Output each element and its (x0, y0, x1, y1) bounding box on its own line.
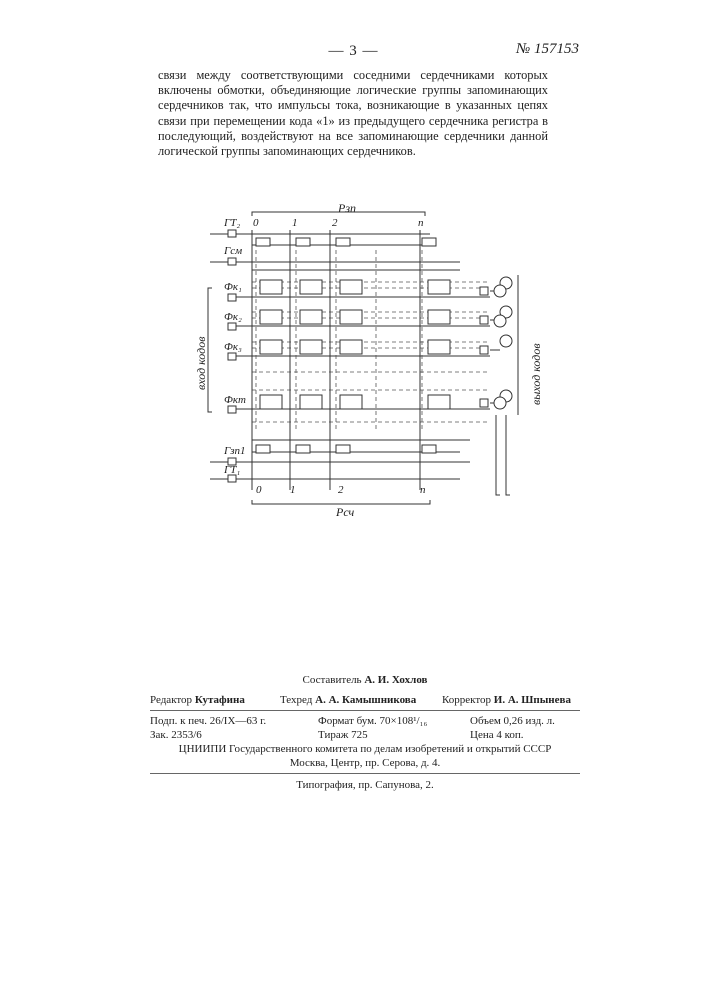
run: Тираж 725 (318, 729, 368, 741)
compiler-line: Составитель А. И. Хохлов (150, 674, 580, 686)
output-label: выход кодов (529, 343, 543, 405)
price: Цена 4 коп. (470, 729, 524, 741)
corrector: Корректор И. А. Шпынева (442, 694, 571, 706)
bottom-register-label: Рсч (335, 505, 354, 519)
label-gsm: Гсм (223, 245, 242, 257)
col-bottom-n: n (420, 484, 426, 496)
col-bottom-2: 2 (338, 484, 344, 496)
label-gzp1: Гзп1 (223, 445, 246, 457)
label-fkm: Фкm (224, 394, 246, 406)
techred: Техред А. А. Камышникова (280, 694, 416, 706)
core-matrix (252, 230, 450, 490)
col-top-2: 2 (332, 217, 338, 229)
volume: Объем 0,26 изд. л. (470, 715, 555, 727)
publisher: ЦНИИПИ Государственного комитета по дела… (150, 743, 580, 755)
signed: Подп. к печ. 26/IX—63 г. (150, 715, 266, 727)
input-label: вход кодов (194, 337, 208, 390)
col-top-0: 0 (253, 217, 259, 229)
col-top-1: 1 (292, 217, 298, 229)
editor: Редактор Кутафина (150, 694, 245, 706)
patent-number: № 157153 (516, 41, 579, 58)
compiler-name: А. И. Хохлов (364, 674, 427, 686)
divider (150, 710, 580, 711)
format: Формат бум. 70×108¹/₁₆ (318, 715, 427, 727)
top-register-label: Рзп (337, 201, 356, 215)
compiler-prefix: Составитель (302, 674, 361, 686)
label-gt1: ГТ₁ (223, 464, 240, 476)
body-text: связи между соответствующими соседними с… (158, 68, 548, 159)
address: Москва, Центр, пр. Серова, д. 4. (150, 757, 580, 769)
printer: Типография, пр. Сапунова, 2. (150, 779, 580, 791)
order: Зак. 2353/6 (150, 729, 202, 741)
dashed-lines (252, 250, 490, 430)
output-amplifiers (480, 275, 518, 495)
label-fk3: Фк₃ (224, 341, 242, 353)
divider-2 (150, 773, 580, 774)
label-fk2: Фк₂ (224, 311, 242, 323)
col-top-n: n (418, 217, 424, 229)
circuit-diagram: Рзп 0 1 2 n ГТ₂ Гсм Фк₁ Фк₂ Фк₃ Фкm Гзп1… (190, 190, 550, 520)
page-number: — 3 — (0, 43, 707, 60)
col-bottom-0: 0 (256, 484, 262, 496)
label-fk1: Фк₁ (224, 281, 242, 293)
col-bottom-1: 1 (290, 484, 296, 496)
label-gt2: ГТ₂ (223, 217, 240, 229)
body-paragraph: связи между соответствующими соседними с… (158, 68, 548, 159)
